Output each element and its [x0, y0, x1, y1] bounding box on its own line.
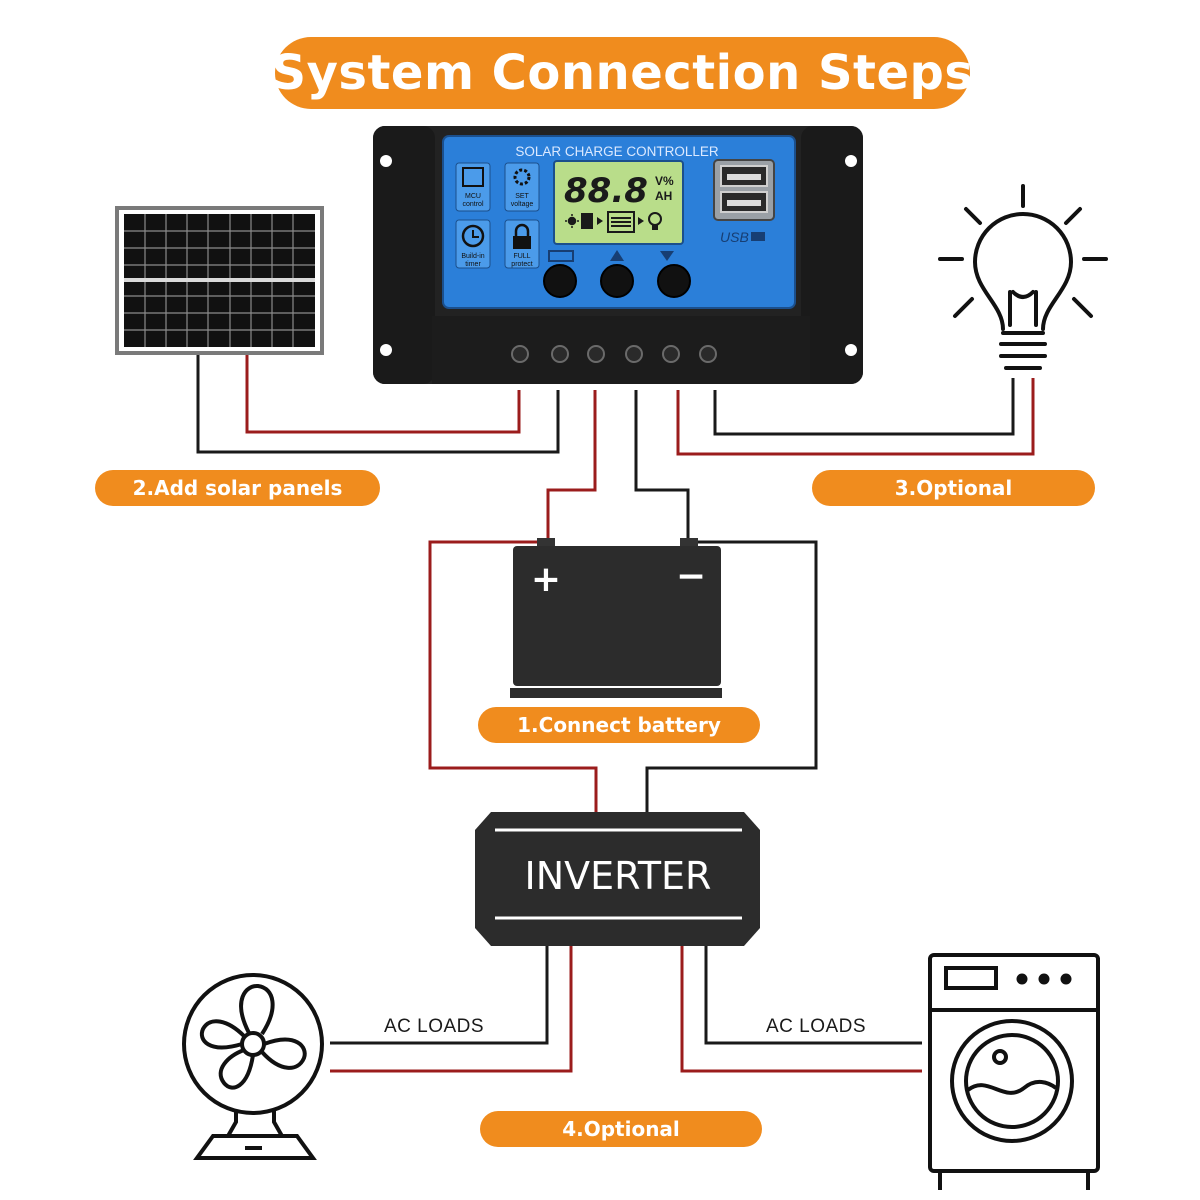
- terminal-screw-battery-negative[interactable]: [625, 345, 643, 363]
- load-wire-negative: [713, 378, 1015, 436]
- step-connect-battery: 1.Connect battery: [478, 707, 760, 743]
- inverter-device: INVERTER: [475, 812, 760, 946]
- solar-wire-positive: [245, 352, 521, 434]
- feature-timer: Build-in timer: [455, 219, 491, 269]
- light-bulb-icon: [938, 184, 1108, 370]
- ac-loads-left-label: AC LOADS: [384, 1016, 484, 1037]
- lock-icon: [513, 223, 531, 249]
- washer-wire-red: [680, 945, 922, 1073]
- feature-protect-line2: protect: [511, 261, 532, 268]
- lcd-unit-bottom: AH: [655, 189, 672, 203]
- mount-hole-top-right: [845, 155, 857, 167]
- terminal-screw-solar-positive[interactable]: [511, 345, 529, 363]
- lcd-unit-top: V%: [655, 174, 674, 188]
- ac-loads-right-label: AC LOADS: [766, 1016, 866, 1037]
- page-title: System Connection Steps: [272, 37, 973, 109]
- feature-set-line1: SET: [515, 193, 529, 200]
- lcd-bulb-icon: [648, 212, 662, 230]
- up-arrow-icon: [610, 250, 624, 261]
- terminal-screw-solar-negative[interactable]: [551, 345, 569, 363]
- lcd-panel-icon: [581, 213, 593, 229]
- fan-wire-red: [330, 945, 573, 1073]
- arrow-right-icon: [638, 217, 644, 225]
- chip-icon: [462, 167, 484, 187]
- mount-hole-top-left: [380, 155, 392, 167]
- lcd-display: 88.8 V% AH: [553, 160, 684, 245]
- feature-mcu: MCU control: [455, 162, 491, 212]
- usb-ports[interactable]: [713, 159, 775, 221]
- gear-icon: [513, 168, 531, 186]
- feature-mcu-line2: control: [462, 201, 483, 208]
- battery-negative-symbol: −: [676, 556, 706, 597]
- feature-set-line2: voltage: [511, 201, 534, 208]
- load-wire-positive: [676, 378, 1035, 456]
- inverter-wire-negative: [645, 540, 818, 812]
- terminal-screw-load-positive[interactable]: [662, 345, 680, 363]
- terminal-screw-battery-positive[interactable]: [587, 345, 605, 363]
- menu-icon: [548, 250, 574, 262]
- battery-positive-symbol: +: [531, 559, 561, 600]
- feature-mcu-line1: MCU: [465, 193, 481, 200]
- feature-timer-line1: Build-in: [461, 253, 484, 260]
- feature-protect: FULL protect: [504, 219, 540, 269]
- step-add-solar-panels: 2.Add solar panels: [95, 470, 380, 506]
- solar-wire-negative: [196, 352, 560, 454]
- lcd-digits: 88.8: [564, 171, 648, 211]
- washer-wire-black: [704, 945, 922, 1045]
- fan-icon: [182, 973, 324, 1160]
- inverter-wire-positive: [428, 540, 598, 812]
- feature-protect-line1: FULL: [513, 253, 530, 260]
- clock-icon: [461, 224, 485, 248]
- controller-panel-title: SOLAR CHARGE CONTROLLER: [515, 144, 719, 159]
- washing-machine-icon: [928, 953, 1100, 1190]
- solar-panel-icon: [115, 206, 324, 355]
- battery-wire-positive: [546, 390, 597, 545]
- feature-timer-line2: timer: [465, 261, 481, 268]
- lcd-battery-icon: [607, 211, 635, 233]
- terminal-screws: [511, 345, 717, 363]
- inverter-label: INVERTER: [525, 854, 712, 898]
- mount-hole-bottom-left: [380, 344, 392, 356]
- up-button[interactable]: [600, 264, 634, 298]
- down-button[interactable]: [657, 264, 691, 298]
- solar-charge-controller: SOLAR CHARGE CONTROLLER MCU control SET …: [373, 126, 863, 384]
- usb-label: USB: [720, 229, 749, 245]
- feature-set: SET voltage: [504, 162, 540, 212]
- terminal-screw-load-negative[interactable]: [699, 345, 717, 363]
- arrow-right-icon: [597, 217, 603, 225]
- step-optional-dc-load: 3.Optional: [812, 470, 1095, 506]
- battery-wire-negative: [634, 390, 690, 545]
- terminal-block: [432, 316, 810, 384]
- menu-button[interactable]: [543, 264, 577, 298]
- usb-symbol-icon: [751, 232, 765, 241]
- step-optional-ac-loads: 4.Optional: [480, 1111, 762, 1147]
- down-arrow-icon: [660, 251, 674, 261]
- wiring: [196, 352, 1035, 1073]
- mount-hole-bottom-right: [845, 344, 857, 356]
- fan-wire-black: [330, 945, 549, 1045]
- battery-icon: + −: [510, 538, 722, 698]
- sun-icon: [565, 214, 579, 228]
